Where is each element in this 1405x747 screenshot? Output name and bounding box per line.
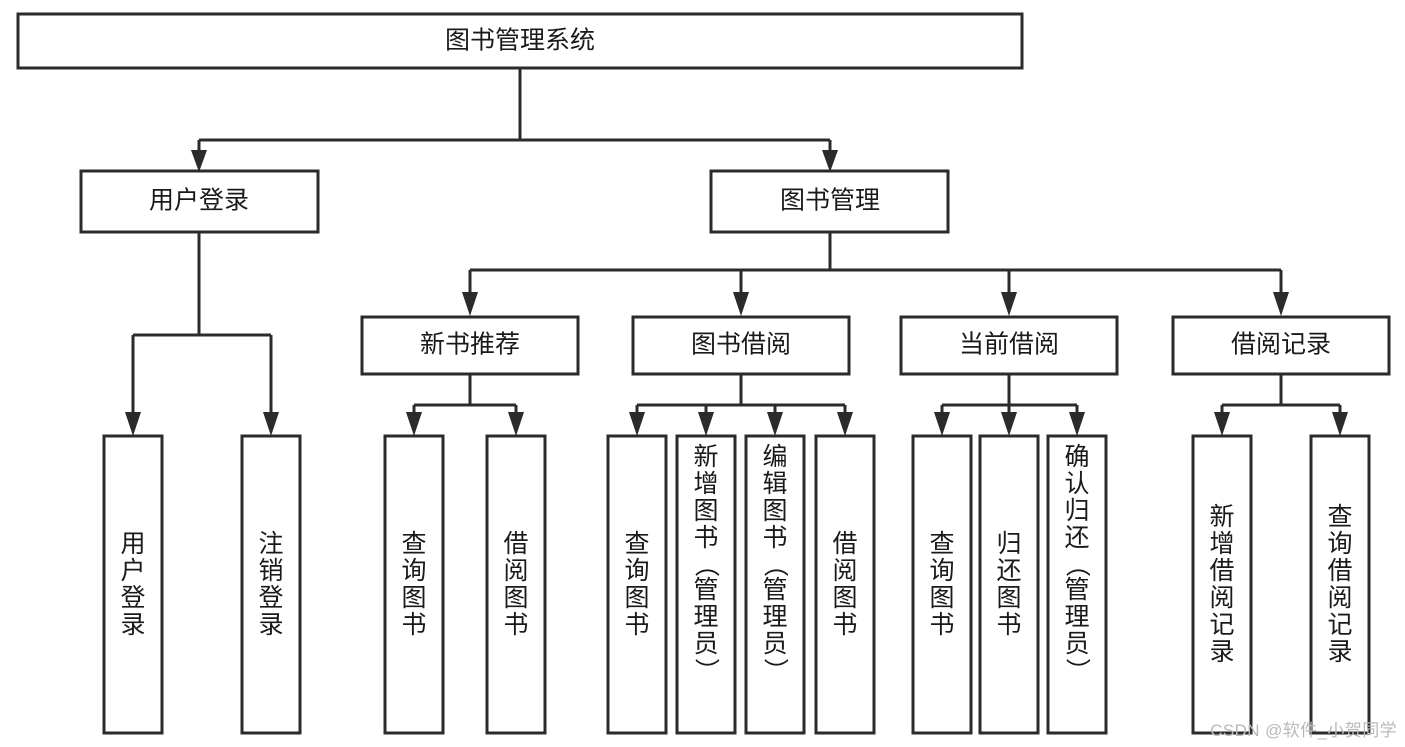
arrow-head-leaf-add-book xyxy=(698,412,714,436)
connector-group-book-borrow xyxy=(629,374,853,436)
leaf-confirm-return-box[interactable] xyxy=(1046,434,1108,735)
connector-group-user-login xyxy=(125,232,279,436)
node-current-borrow-label: 当前借阅 xyxy=(959,331,1059,359)
arrow-head-leaf-edit-book xyxy=(767,412,783,436)
arrow-head-new-book-rec xyxy=(462,292,478,316)
node-root[interactable]: 图书管理系统 xyxy=(16,12,1024,70)
leaf-borrow-book-1-box[interactable] xyxy=(485,434,547,735)
arrow-head-leaf-confirm-return xyxy=(1069,412,1085,436)
leaf-query-record-box[interactable] xyxy=(1309,434,1371,735)
leaf-return-book-box[interactable] xyxy=(978,434,1040,735)
arrow-head-leaf-query-record xyxy=(1332,412,1348,436)
node-root-box[interactable] xyxy=(16,12,1024,70)
leaf-add-book-box[interactable] xyxy=(675,434,737,735)
node-book-manage-box[interactable] xyxy=(709,169,950,234)
arrow-head-leaf-return-book xyxy=(1001,412,1017,436)
arrow-head-current-borrow xyxy=(1001,292,1017,316)
arrow-head-leaf-borrow-book-1 xyxy=(508,412,524,436)
node-book-borrow-box[interactable] xyxy=(631,315,851,376)
node-current-borrow-box[interactable] xyxy=(899,315,1119,376)
arrow-head-leaf-user-login xyxy=(125,412,141,436)
connector-group-current-borrow xyxy=(934,374,1085,436)
leaf-add-record-box[interactable] xyxy=(1191,434,1253,735)
csdn-watermark: CSDN @软件_小贺同学 xyxy=(1210,721,1397,740)
leaf-query-book-1-box[interactable] xyxy=(383,434,445,735)
arrow-head-leaf-user-logout xyxy=(263,412,279,436)
arrow-head-leaf-query-book-3 xyxy=(934,412,950,436)
node-borrow-record-box[interactable] xyxy=(1171,315,1391,376)
arrow-head-book-borrow xyxy=(733,292,749,316)
leaf-query-book-2-box[interactable] xyxy=(606,434,668,735)
leaf-edit-book-box[interactable] xyxy=(744,434,806,735)
node-new-book-rec-label: 新书推荐 xyxy=(420,331,520,359)
arrow-head-leaf-query-book-1 xyxy=(406,412,422,436)
node-borrow-record[interactable]: 借阅记录 xyxy=(1171,315,1391,376)
node-current-borrow[interactable]: 当前借阅 xyxy=(899,315,1119,376)
node-book-borrow[interactable]: 图书借阅 xyxy=(631,315,851,376)
node-book-borrow-label: 图书借阅 xyxy=(691,331,791,359)
arrow-head-borrow-record xyxy=(1273,292,1289,316)
node-borrow-record-label: 借阅记录 xyxy=(1231,331,1331,359)
node-user-login-label: 用户登录 xyxy=(149,187,249,215)
arrow-head-book-manage xyxy=(822,150,838,172)
connector-group-root xyxy=(191,68,838,172)
node-user-login[interactable]: 用户登录 xyxy=(79,169,320,234)
connector-group-book-manage xyxy=(462,232,1289,316)
node-root-label: 图书管理系统 xyxy=(445,27,595,55)
arrow-head-leaf-add-record xyxy=(1214,412,1230,436)
leaf-user-login-box[interactable] xyxy=(102,434,164,735)
connector-group-borrow-record xyxy=(1214,374,1348,436)
node-new-book-rec[interactable]: 新书推荐 xyxy=(360,315,580,376)
leaf-boxes xyxy=(102,434,1371,735)
leaf-user-logout-box[interactable] xyxy=(240,434,302,735)
node-book-manage-label: 图书管理 xyxy=(780,187,880,215)
node-book-manage[interactable]: 图书管理 xyxy=(709,169,950,234)
node-new-book-rec-box[interactable] xyxy=(360,315,580,376)
leaf-query-book-3-box[interactable] xyxy=(911,434,973,735)
node-user-login-box[interactable] xyxy=(79,169,320,234)
leaf-borrow-book-2-box[interactable] xyxy=(814,434,876,735)
connector-group-new-book-rec xyxy=(406,374,524,436)
arrow-head-leaf-query-book-2 xyxy=(629,412,645,436)
arrow-head-leaf-borrow-book-2 xyxy=(837,412,853,436)
arrow-head-user-login xyxy=(191,150,207,172)
